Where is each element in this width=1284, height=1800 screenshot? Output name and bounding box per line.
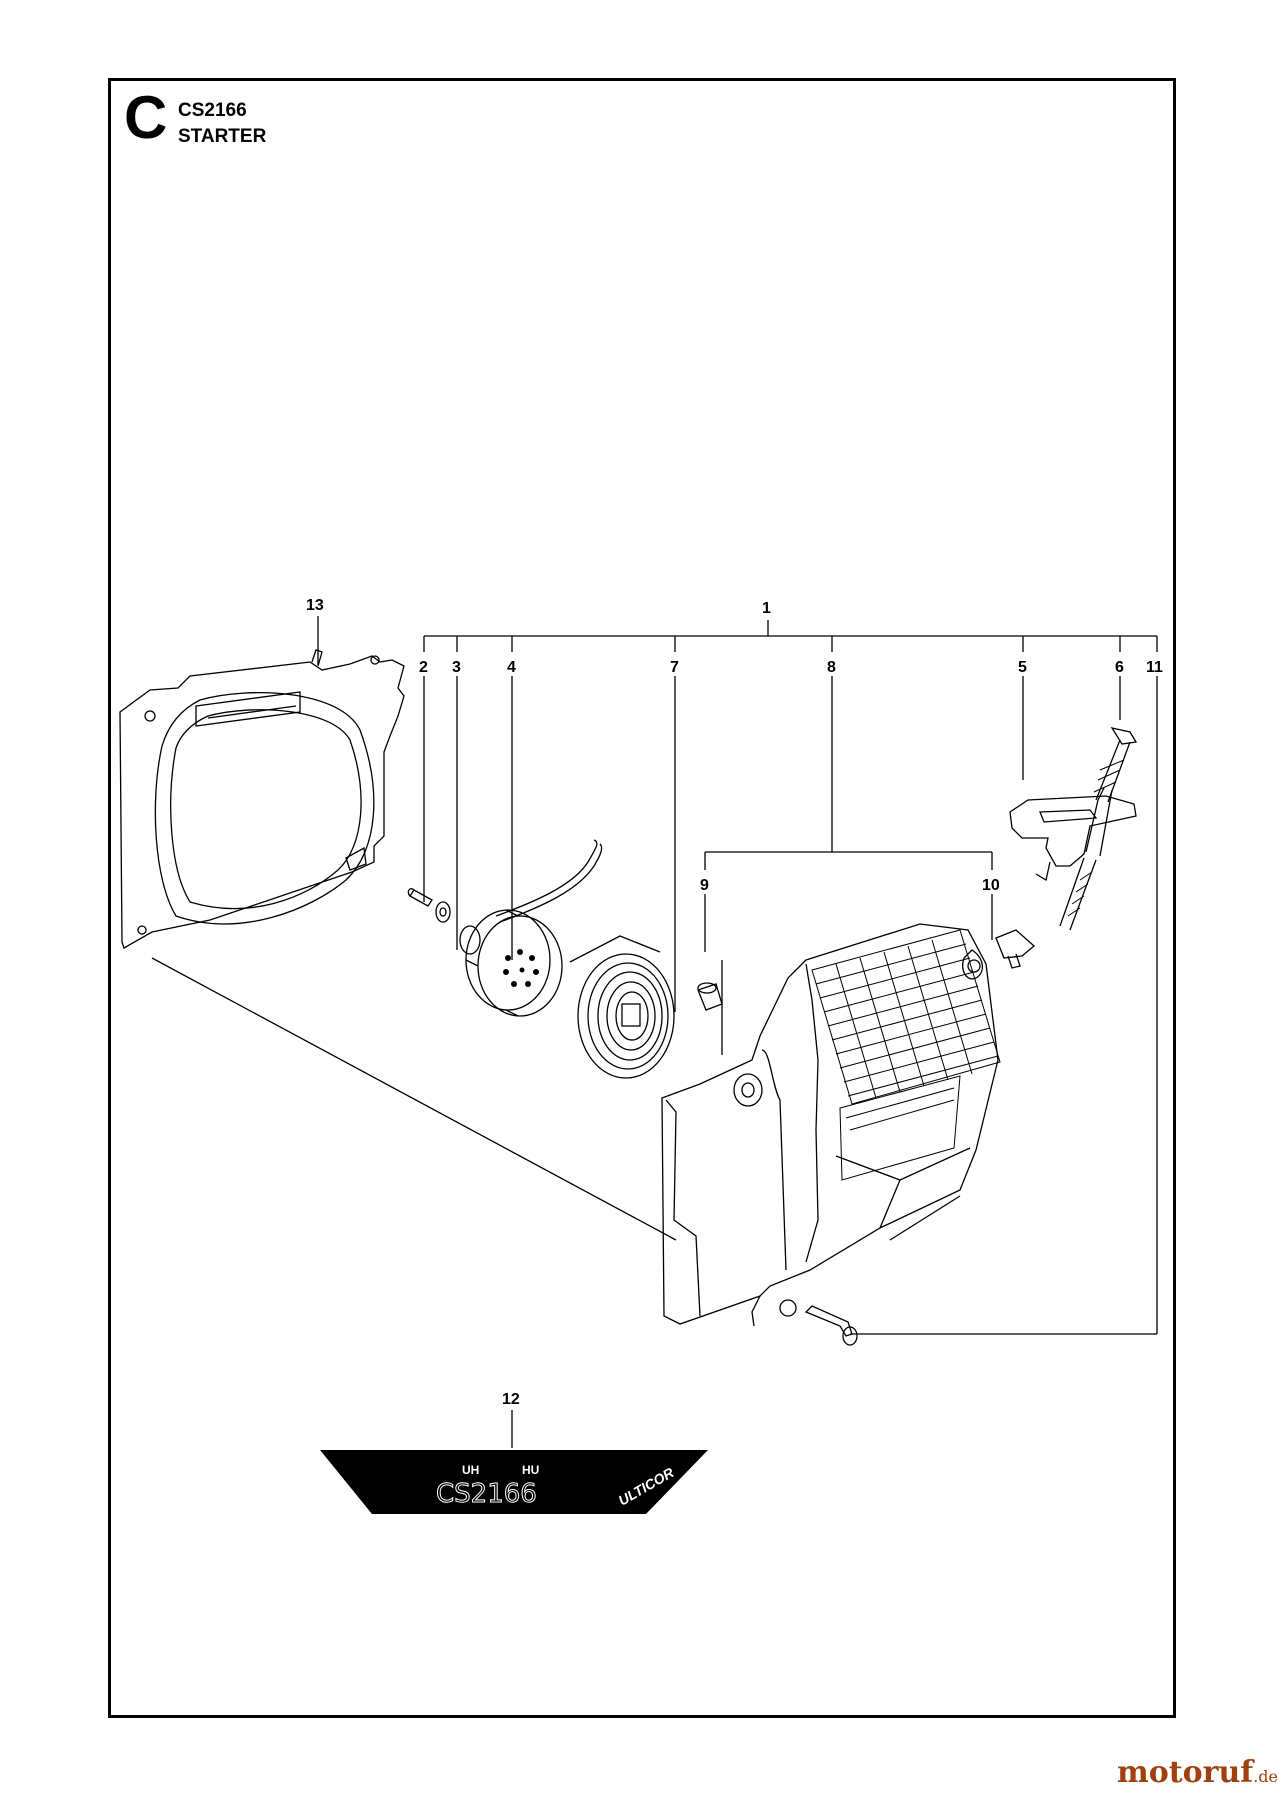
model-number: CS2166	[178, 100, 247, 121]
site-watermark-logo: motoruf.de	[1117, 1755, 1278, 1790]
callout-9: 9	[700, 877, 709, 894]
decal-model-text: CS2166	[436, 1479, 537, 1509]
callout-12: 12	[502, 1391, 520, 1408]
callout-11: 11	[1146, 659, 1163, 676]
watermark-name: motoruf	[1117, 1755, 1254, 1790]
callout-13: 13	[306, 597, 324, 614]
callout-7: 7	[670, 659, 679, 676]
callout-10: 10	[982, 877, 1000, 894]
callout-1: 1	[762, 600, 771, 617]
section-letter: C	[124, 84, 168, 151]
callout-2: 2	[419, 659, 428, 676]
decal-small-right: HU	[522, 1463, 539, 1477]
callout-8: 8	[827, 659, 836, 676]
callout-4: 4	[507, 659, 516, 676]
diagram-heading: CS2166 STARTER	[178, 98, 266, 149]
decal-small-left: UH	[462, 1463, 479, 1477]
assembly-title: STARTER	[178, 125, 267, 147]
callout-3: 3	[452, 659, 461, 676]
callout-6: 6	[1115, 659, 1124, 676]
callout-5: 5	[1018, 659, 1027, 676]
watermark-tld: .de	[1253, 1767, 1278, 1786]
diagram-frame	[108, 78, 1176, 1718]
